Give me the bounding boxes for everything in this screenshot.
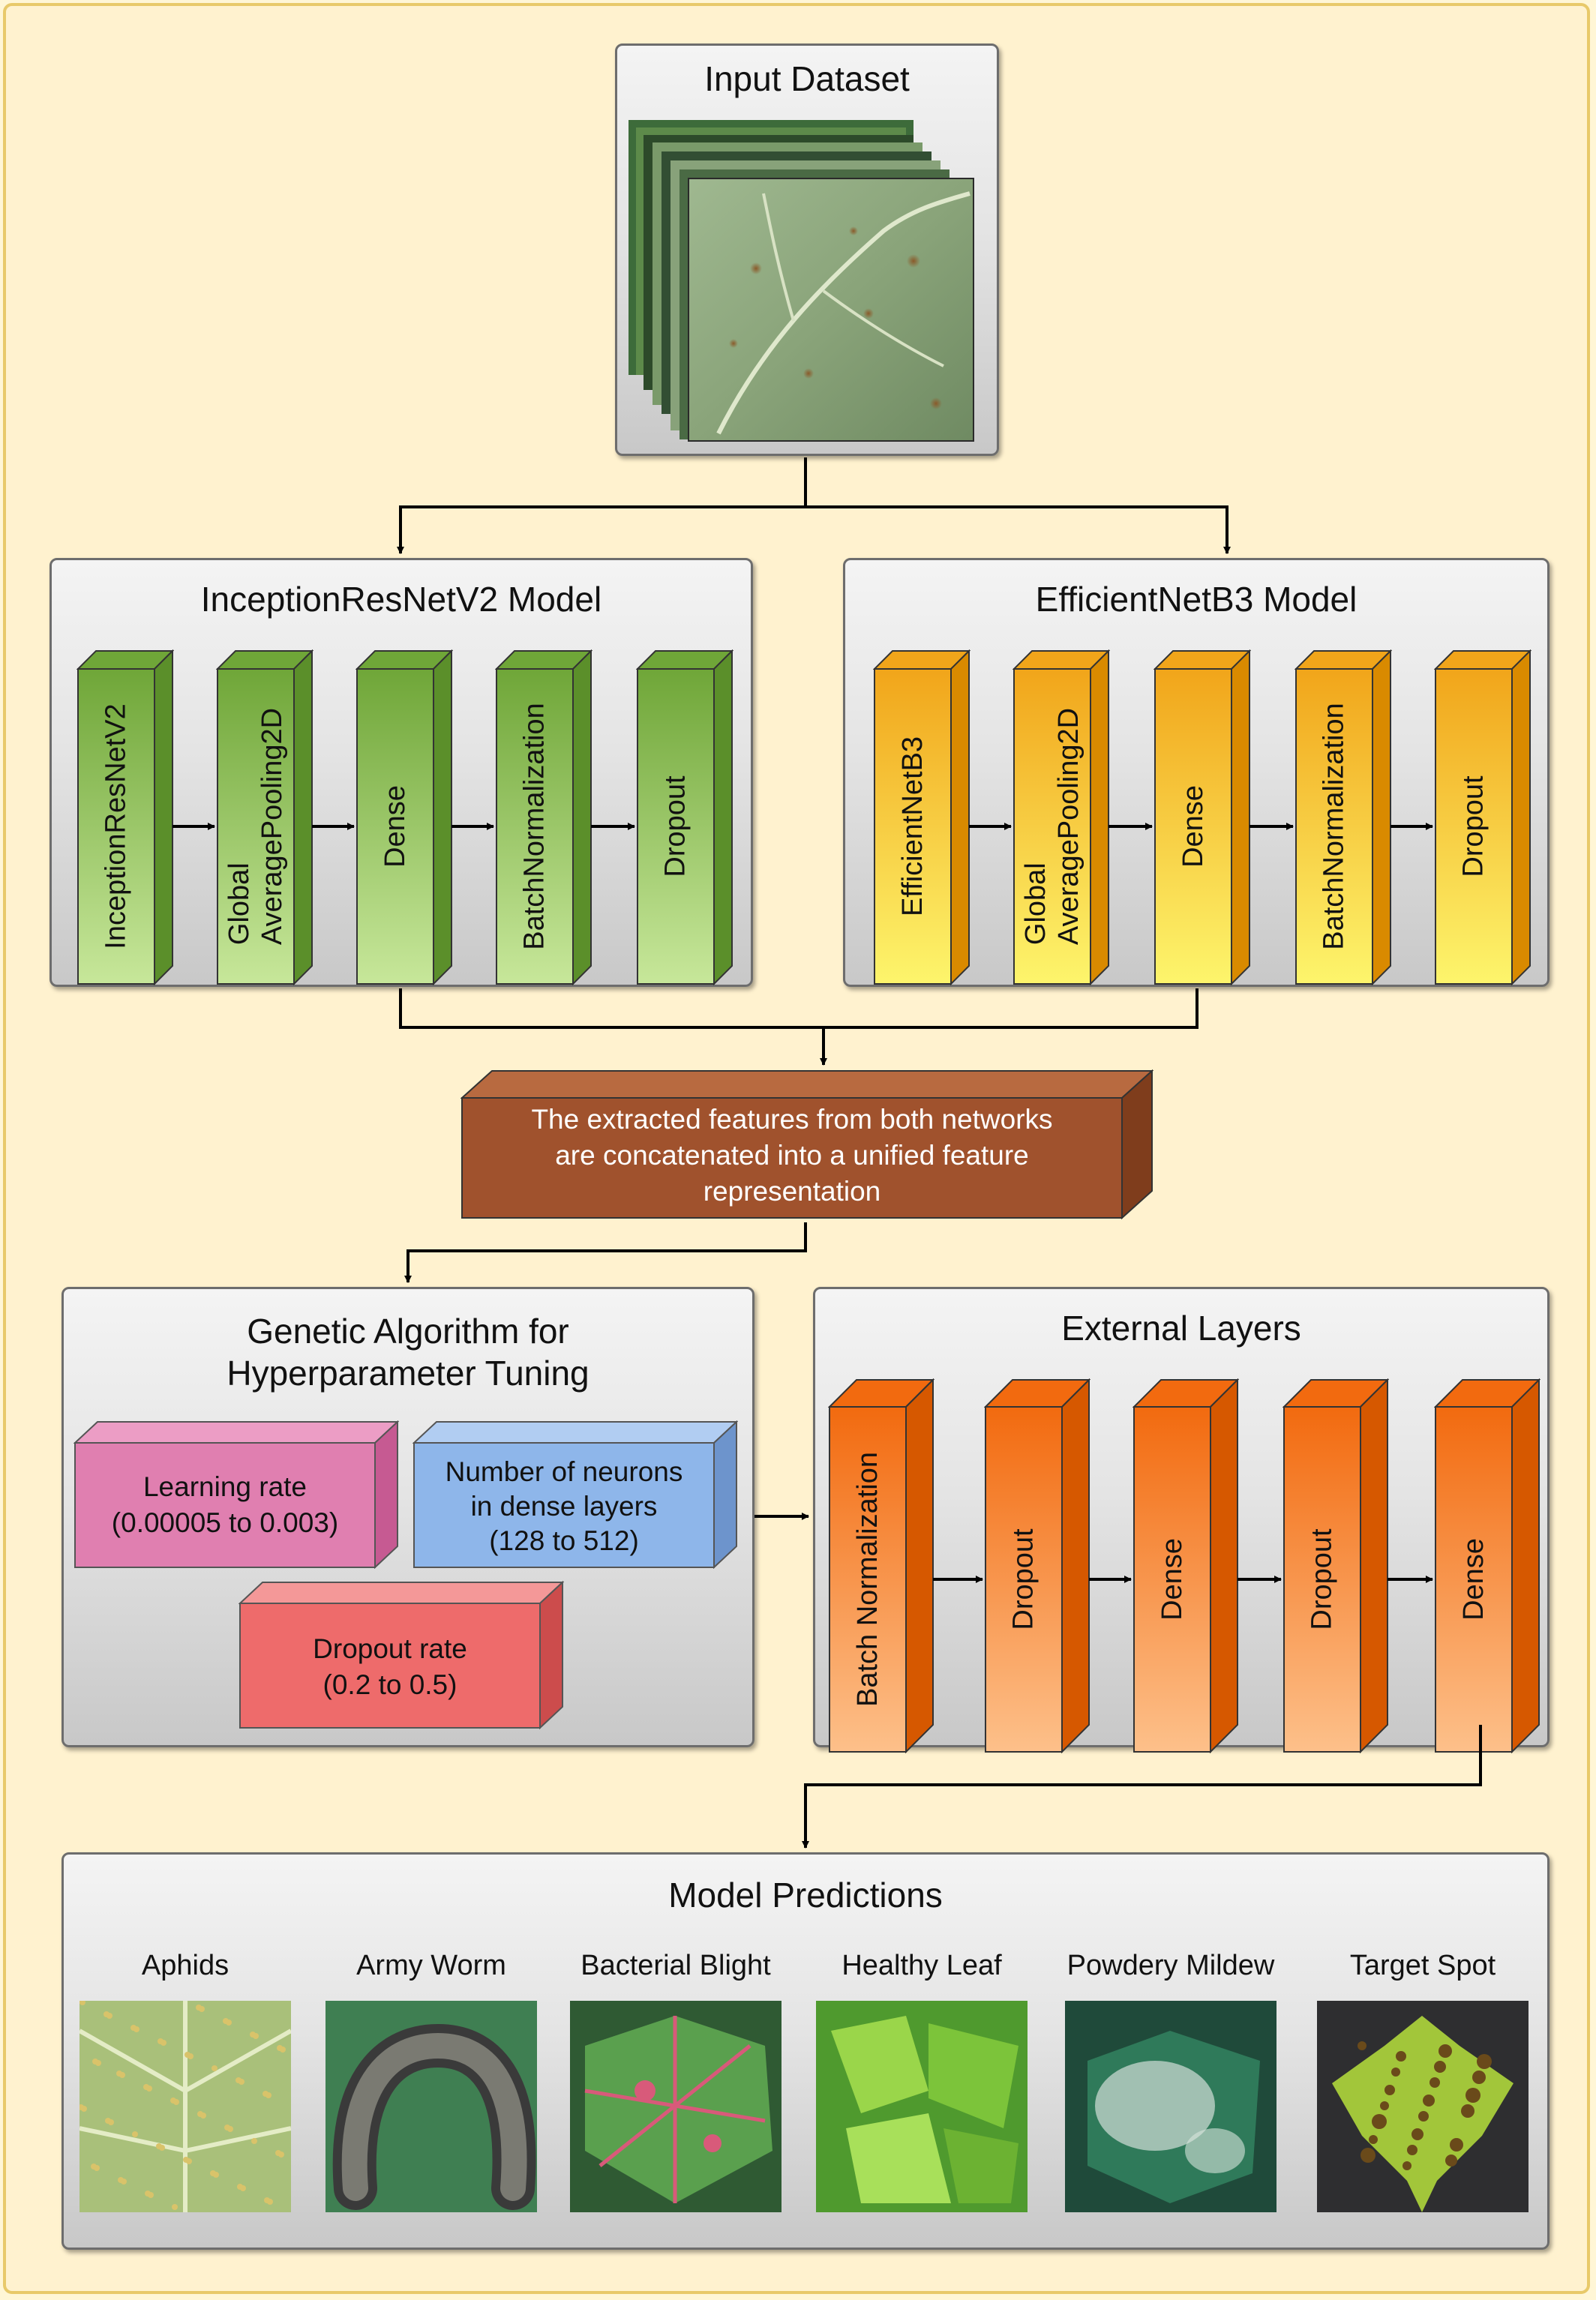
learning-rate-param: Learning rate (0.00005 to 0.003) <box>75 1462 375 1560</box>
neurons-param: Number of neurons in dense layers (128 t… <box>414 1450 714 1563</box>
neurons-cube-shape <box>412 1420 738 1569</box>
prediction-image-5 <box>1317 2001 1528 2212</box>
efficientnet-layer-2: Dense <box>1155 669 1232 984</box>
external-layer-3: Dropout <box>1284 1407 1360 1752</box>
prediction-image-3 <box>816 2001 1028 2212</box>
external-layer-4: Dense <box>1436 1407 1512 1752</box>
external-layer-1: Dropout <box>986 1407 1062 1752</box>
inception-block-2-shape <box>356 649 453 985</box>
dropout-rate-cube-shape <box>238 1581 564 1729</box>
concat-block-shape <box>460 1069 1154 1220</box>
external-block-4-shape <box>1434 1378 1540 1753</box>
inception-layer-label-3: BatchNormalization <box>519 703 551 950</box>
dropout-rate-label: Dropout rate <box>313 1633 467 1664</box>
neurons-range: (128 to 512) <box>489 1525 639 1556</box>
prediction-label-5: Target Spot <box>1349 1950 1496 1981</box>
inception-block-4-shape <box>636 649 734 985</box>
concat-text-line2: are concatenated into a unified feature <box>555 1140 1029 1171</box>
external-layer-label-0: Batch Normalization <box>852 1451 884 1708</box>
concat-text-line3: representation <box>703 1176 881 1207</box>
inception-layer-0: InceptionResNetV2 <box>78 669 154 984</box>
prediction-label-3: Healthy Leaf <box>842 1950 1002 1981</box>
input-dataset-title: Input Dataset <box>704 59 910 98</box>
inception-block-3-shape <box>495 649 592 985</box>
genetic-title-line2: Hyperparameter Tuning <box>226 1354 590 1393</box>
neurons-label-line2: in dense layers <box>470 1491 658 1522</box>
prediction-image-1 <box>326 2001 537 2212</box>
prediction-image-0 <box>80 2001 291 2212</box>
efficientnet-layer-label-3: BatchNormalization <box>1318 703 1351 950</box>
efficientnet-block-1-shape <box>1012 649 1110 985</box>
efficientnet-block-4-shape <box>1434 649 1532 985</box>
genetic-title-line1: Genetic Algorithm for <box>247 1312 569 1351</box>
efficientnet-layer-4: Dropout <box>1436 669 1512 984</box>
external-block-1-shape <box>984 1378 1090 1753</box>
prediction-label-2: Bacterial Blight <box>580 1950 771 1981</box>
dropout-rate-range: (0.2 to 0.5) <box>322 1669 458 1700</box>
external-block-0-shape <box>828 1378 934 1753</box>
prediction-image-2 <box>570 2001 782 2212</box>
efficientnet-layer-1: Global AveragePooling2D <box>1014 669 1090 984</box>
inception-layer-label-4: Dropout <box>660 775 692 877</box>
inception-layer-label-1: Global AveragePooling2D <box>224 707 289 946</box>
efficientnet-layer-label-2: Dense <box>1178 785 1209 868</box>
inception-title: InceptionResNetV2 Model <box>200 580 602 619</box>
inception-block-0-shape <box>76 649 174 985</box>
external-layer-2: Dense <box>1134 1407 1210 1752</box>
external-title: External Layers <box>1061 1309 1301 1348</box>
efficientnet-block-3-shape <box>1294 649 1392 985</box>
predictions-title: Model Predictions <box>668 1876 943 1915</box>
prediction-label-4: Powdery Mildew <box>1066 1950 1275 1981</box>
external-block-2-shape <box>1132 1378 1239 1753</box>
inception-layer-1: Global AveragePooling2D <box>218 669 294 984</box>
efficientnet-layer-label-4: Dropout <box>1458 775 1490 877</box>
concat-text-line1: The extracted features from both network… <box>531 1104 1053 1135</box>
efficientnet-block-0-shape <box>873 649 970 985</box>
inception-layer-3: BatchNormalization <box>496 669 573 984</box>
external-layer-label-1: Dropout <box>1008 1528 1040 1630</box>
prediction-label-1: Army Worm <box>356 1950 506 1981</box>
predictions-panel: Model Predictions <box>62 1852 1550 2250</box>
inception-layer-2: Dense <box>357 669 434 984</box>
efficientnet-layer-label-0: EfficientNetB3 <box>897 736 929 917</box>
inception-block-1-shape <box>216 649 314 985</box>
dataset-image-stack <box>628 120 974 442</box>
efficientnet-layer-0: EfficientNetB3 <box>874 669 951 984</box>
external-layer-0: Batch Normalization <box>830 1407 906 1752</box>
external-layer-label-4: Dense <box>1458 1538 1490 1621</box>
prediction-image-4 <box>1065 2001 1276 2212</box>
efficientnet-layer-label-1: Global AveragePooling2D <box>1020 707 1085 946</box>
learning-rate-range: (0.00005 to 0.003) <box>111 1507 339 1538</box>
prediction-label-0: Aphids <box>141 1950 230 1981</box>
inception-layer-4: Dropout <box>638 669 714 984</box>
learning-rate-cube-shape <box>74 1420 399 1569</box>
neurons-label-line1: Number of neurons <box>445 1456 683 1487</box>
inception-layer-label-2: Dense <box>380 785 411 868</box>
efficientnet-block-2-shape <box>1154 649 1251 985</box>
external-layer-label-3: Dropout <box>1306 1528 1339 1630</box>
inception-layer-label-0: InceptionResNetV2 <box>100 703 133 949</box>
external-layer-label-2: Dense <box>1156 1538 1188 1621</box>
efficientnet-title: EfficientNetB3 Model <box>1035 580 1358 619</box>
concat-block: The extracted features from both network… <box>462 1102 1122 1215</box>
efficientnet-layer-3: BatchNormalization <box>1296 669 1372 984</box>
learning-rate-label: Learning rate <box>142 1471 308 1502</box>
external-block-3-shape <box>1282 1378 1389 1753</box>
dropout-rate-param: Dropout rate (0.2 to 0.5) <box>240 1624 540 1722</box>
